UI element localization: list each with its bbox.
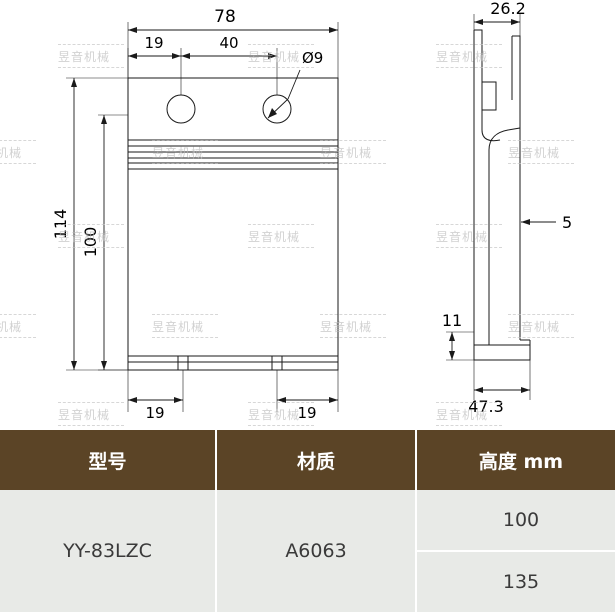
height-option-1: 100 <box>417 490 615 552</box>
table-header-model: 型号 <box>0 430 217 490</box>
dim-height-inner: 100 <box>81 227 100 258</box>
dim-hole-offset: 19 <box>144 34 163 52</box>
front-top-band <box>127 77 339 141</box>
table-row: YY-83LZC A6063 100 135 <box>0 490 615 612</box>
table-header-height: 高度 mm <box>416 430 615 490</box>
cell-height: 100 135 <box>416 490 615 612</box>
cell-material: A6063 <box>216 490 417 612</box>
dim-hole-spacing: 40 <box>219 34 238 52</box>
front-outline <box>127 77 339 371</box>
dim-bottom-right: 19 <box>297 404 316 422</box>
dim-side-top-width: 26.2 <box>490 0 526 18</box>
table-header-material: 材质 <box>216 430 417 490</box>
spec-table: 型号 材质 高度 mm YY-83LZC A6063 100 135 <box>0 430 615 612</box>
dim-foot-height: 11 <box>442 311 462 330</box>
cell-model: YY-83LZC <box>0 490 217 612</box>
technical-drawing: 78 19 40 Ø9 114 100 19 19 26.2 5 11 47.3 <box>51 0 573 422</box>
dim-hole-diameter: Ø9 <box>302 49 323 67</box>
mounting-hole-left <box>166 94 196 124</box>
drawing-svg: 78 19 40 Ø9 114 100 19 19 26.2 5 11 47.3 <box>51 0 572 422</box>
dim-depth-total: 47.3 <box>468 397 504 416</box>
dim-width-total: 78 <box>214 7 236 27</box>
dim-thickness: 5 <box>562 213 572 232</box>
table-header-row: 型号 材质 高度 mm <box>0 430 615 490</box>
height-option-2: 135 <box>502 571 540 593</box>
dim-bottom-left: 19 <box>145 404 164 422</box>
dim-height-total: 114 <box>51 209 70 240</box>
